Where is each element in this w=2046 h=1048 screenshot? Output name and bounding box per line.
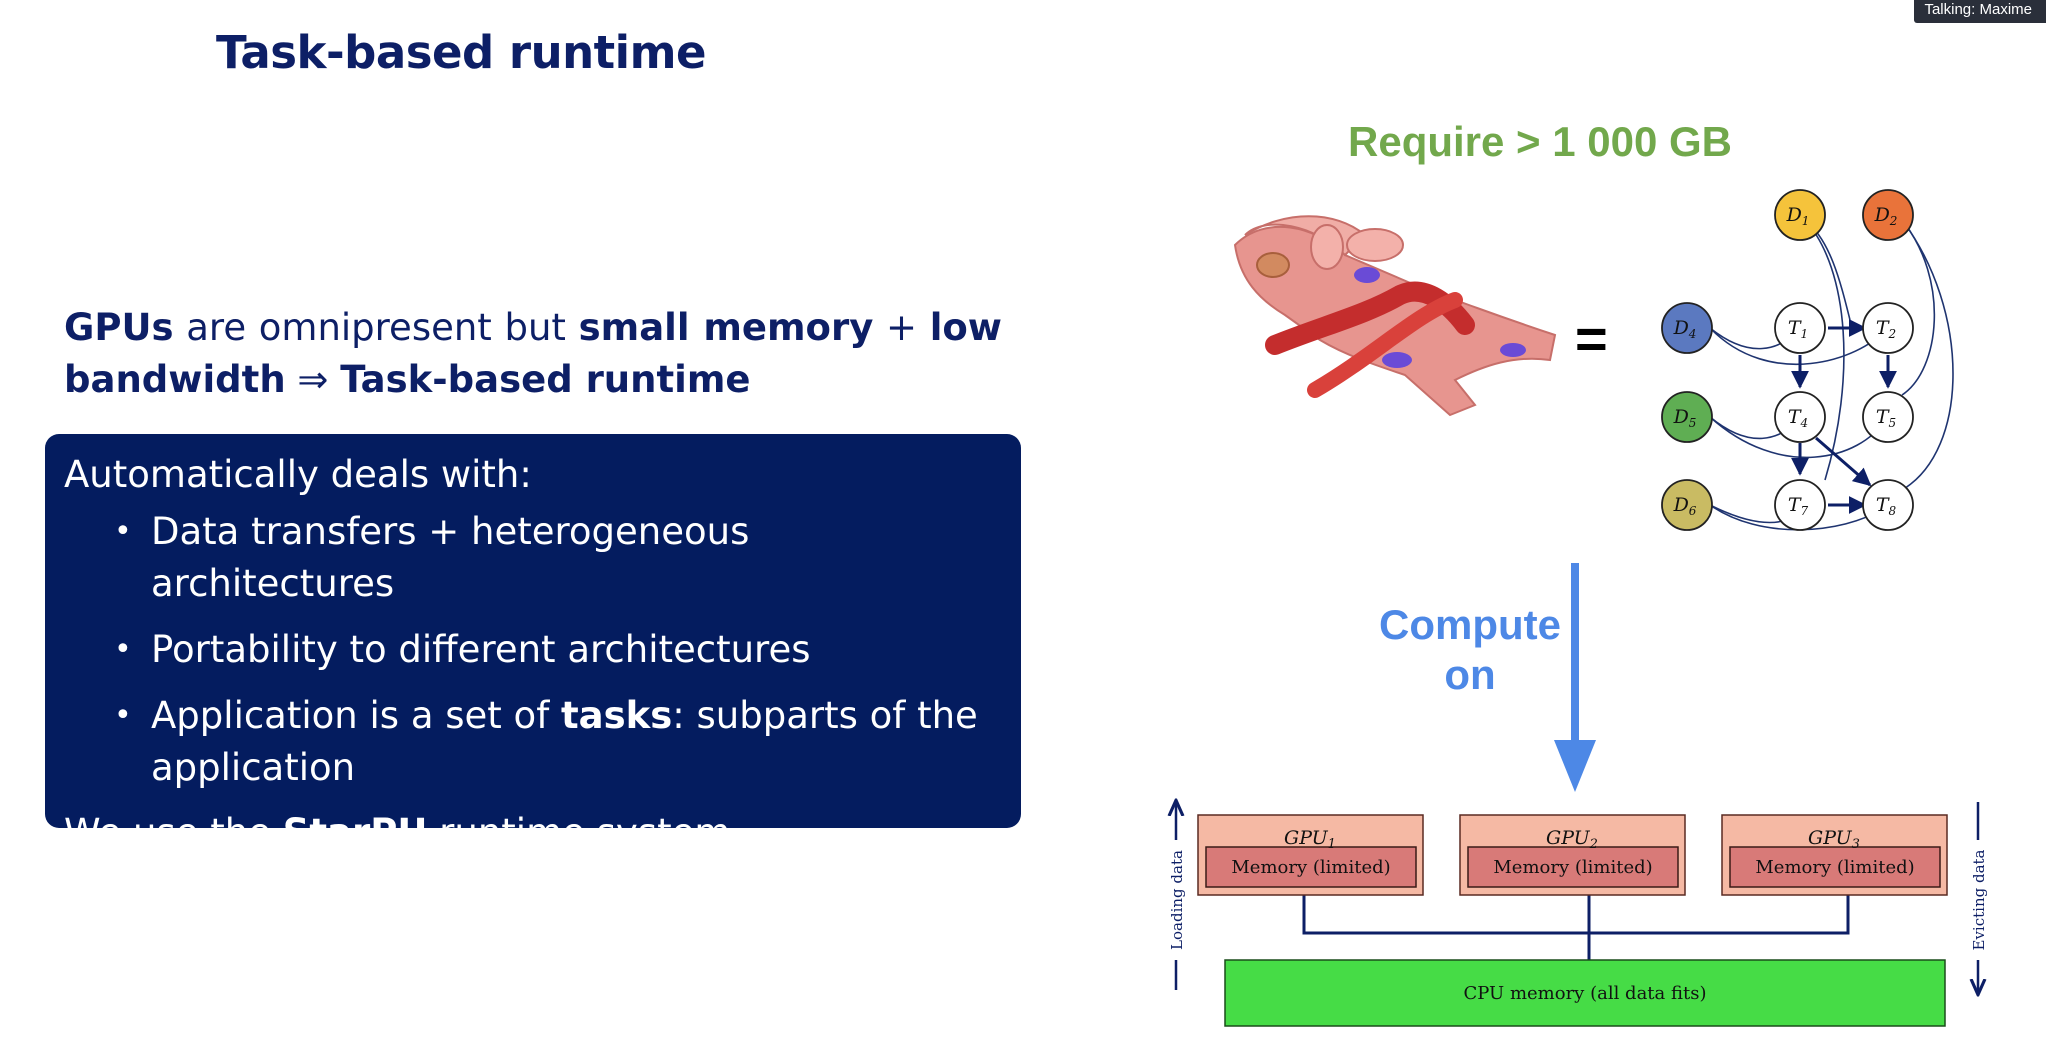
intro-text-1: are omnipresent but <box>173 306 579 349</box>
label-d5: D5 <box>1673 406 1697 430</box>
label-d4: D4 <box>1673 317 1697 341</box>
data-node-d4 <box>1661 302 1713 354</box>
label-d1: D1 <box>1786 204 1810 228</box>
task-graph: D1 D2 D4 D5 D6 T1 T2 T4 T5 T7 T8 <box>1661 189 1954 531</box>
box-footer-prefix: We use the <box>64 811 283 854</box>
intro-small-memory: small memory <box>578 306 874 349</box>
graph-edges <box>1709 219 1954 531</box>
slide-title: Task-based runtime <box>216 26 707 79</box>
box-footer-suffix: runtime system <box>427 811 731 854</box>
label-t7: T7 <box>1788 494 1809 518</box>
graph-arrows <box>1791 319 1897 514</box>
box-footer: We use the StarPU runtime system <box>64 808 1001 858</box>
task-node-t1 <box>1774 302 1826 354</box>
gpu-2: GPU2 Memory (limited) <box>1459 814 1686 896</box>
task-node-t8 <box>1862 479 1914 531</box>
label-t4: T4 <box>1788 406 1808 430</box>
label-d2: D2 <box>1874 204 1898 228</box>
data-nodes <box>1661 189 1914 531</box>
cpu-memory-label: CPU memory (all data fits) <box>1463 983 1706 1004</box>
label-t5: T5 <box>1876 406 1896 430</box>
gpu-3-memory: Memory (limited) <box>1755 857 1914 878</box>
label-t8: T8 <box>1876 494 1897 518</box>
intro-paragraph: GPUs are omnipresent but small memory + … <box>64 302 1002 406</box>
box-bullet-1: Data transfers + heterogeneous architect… <box>64 506 1001 610</box>
compute-label-line-2: on <box>1444 651 1496 698</box>
gpu-3-label: GPU3 <box>1808 827 1860 852</box>
loading-data-arrow: Loading data <box>1168 802 1186 990</box>
intro-implies: ⇒ <box>285 358 341 401</box>
box-bullet-2: Portability to different architectures <box>64 624 1001 676</box>
gpu-1-memory: Memory (limited) <box>1231 857 1390 878</box>
gpu-2-memory: Memory (limited) <box>1493 857 1652 878</box>
compute-label-line-1: Compute <box>1379 601 1561 648</box>
equals-sign: = <box>1575 307 1608 370</box>
box-bullet-list: Data transfers + heterogeneous architect… <box>64 506 1001 794</box>
data-node-d2 <box>1862 189 1914 241</box>
box-bullet-3: Application is a set of tasks: subparts … <box>64 690 1001 794</box>
data-node-d5 <box>1661 391 1713 443</box>
vessel-shape <box>1233 215 1557 417</box>
gpu-1-label: GPU1 <box>1284 827 1336 852</box>
data-node-d6 <box>1661 479 1713 531</box>
gpu-3: GPU3 Memory (limited) <box>1721 814 1948 896</box>
data-node-d1 <box>1774 189 1826 241</box>
label-d6: D6 <box>1673 494 1697 518</box>
task-node-t4 <box>1774 391 1826 443</box>
compute-on-label: Compute on <box>1370 600 1570 700</box>
box-footer-bold: StarPU <box>282 811 428 854</box>
intro-low-bandwidth: low bandwidth <box>64 306 1002 401</box>
gpu-1: GPU1 Memory (limited) <box>1197 814 1424 896</box>
task-node-t7 <box>1774 479 1826 531</box>
talking-indicator: Talking: Maxime <box>1914 0 2046 23</box>
evicting-data-arrow: Evicting data <box>1970 802 1988 993</box>
node-labels: D1 D2 D4 D5 D6 T1 T2 T4 T5 T7 T8 <box>1673 204 1898 518</box>
task-node-t5 <box>1862 391 1914 443</box>
task-node-t2 <box>1862 302 1914 354</box>
info-box: Automatically deals with: Data transfers… <box>45 434 1021 854</box>
evicting-data-label: Evicting data <box>1970 849 1988 950</box>
cpu-memory: CPU memory (all data fits) <box>1224 959 1946 1027</box>
memory-hierarchy-diagram: GPU1 Memory (limited) GPU2 Memory (limit… <box>1150 790 1988 1027</box>
gpu-2-label: GPU2 <box>1546 827 1598 852</box>
intro-plus: + <box>873 306 930 349</box>
require-label: Require > 1 000 GB <box>1348 118 1733 165</box>
blood-vessel-illustration <box>1233 215 1557 417</box>
label-t2: T2 <box>1876 317 1896 341</box>
loading-data-label: Loading data <box>1168 850 1186 950</box>
label-t1: T1 <box>1788 317 1808 341</box>
box-bullet-3-prefix: Application is a set of <box>151 694 561 737</box>
compute-arrow <box>1554 563 1596 792</box>
intro-gpus: GPUs <box>64 306 174 349</box>
box-heading: Automatically deals with: <box>64 453 532 496</box>
intro-task-based-runtime: Task-based runtime <box>340 358 751 401</box>
task-nodes <box>1774 302 1914 531</box>
box-bullet-3-suffix: : subparts of the application <box>151 694 978 789</box>
box-bullet-3-bold: tasks <box>560 694 673 737</box>
bus-lines <box>1302 895 1850 960</box>
